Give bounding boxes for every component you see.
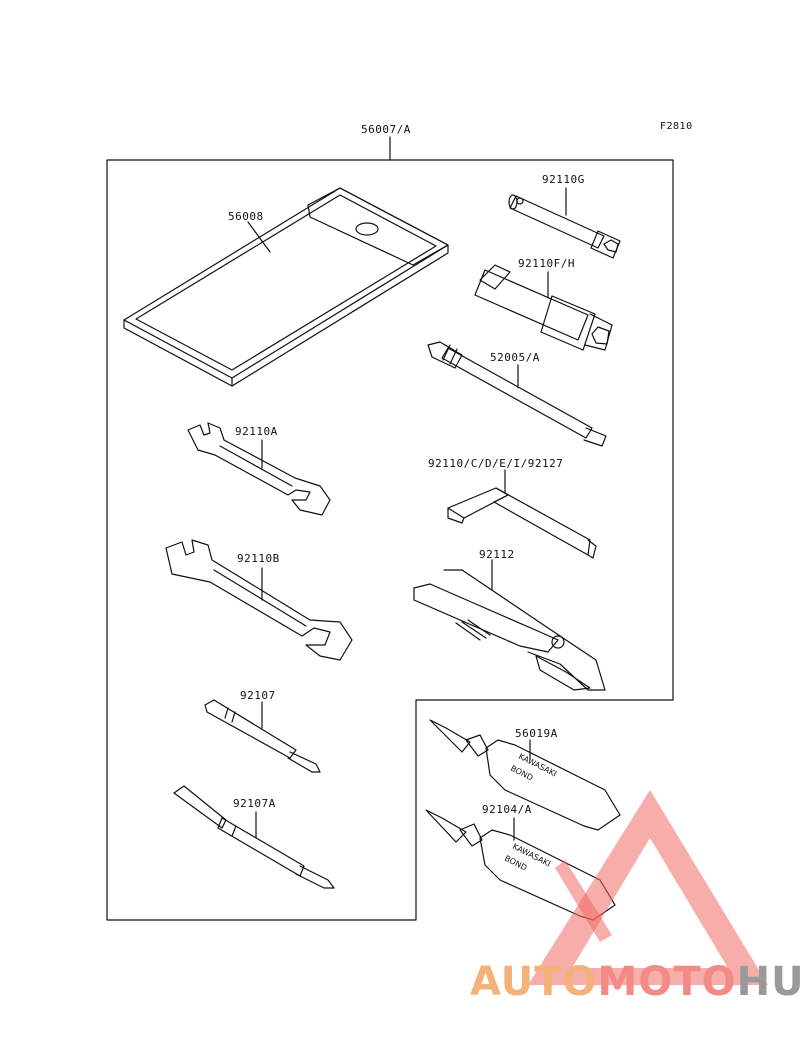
callout-kit: 56007/A	[361, 123, 411, 136]
spark-plug-wrench-handle	[427, 341, 607, 447]
tool-pouch	[123, 187, 449, 387]
callout-bond-tube-a: 56019A	[515, 727, 558, 740]
watermark-part-2: MOTO	[597, 959, 737, 1005]
box-wrench-large	[474, 264, 613, 351]
screwdriver	[204, 699, 321, 773]
callout-pliers: 92112	[479, 548, 515, 561]
open-end-wrench-a	[187, 422, 331, 516]
callout-wrench-b: 92110B	[237, 552, 280, 565]
leader-pouch	[247, 221, 271, 253]
callout-pouch: 56008	[228, 210, 264, 223]
watermark-part-1: AUTO	[470, 959, 598, 1005]
watermark-logo-icon	[528, 790, 768, 985]
watermark-text: AUTOMOTOHUB	[470, 960, 800, 1004]
kit-boundary	[106, 159, 674, 921]
figure-code: F2810	[660, 121, 693, 132]
callout-box-wrench-large: 92110F/H	[518, 257, 575, 270]
callout-screwdriver-a: 92107A	[233, 797, 276, 810]
callout-wrench-a: 92110A	[235, 425, 278, 438]
screwdriver-a	[173, 785, 335, 889]
callout-box-wrench-small: 92110G	[542, 173, 585, 186]
hex-key	[447, 487, 597, 559]
watermark-part-3: HUB	[736, 959, 800, 1005]
box-wrench-small	[508, 194, 621, 259]
callout-screwdriver: 92107	[240, 689, 276, 702]
callout-bond-tube-b: 92104/A	[482, 803, 532, 816]
pliers	[413, 569, 606, 691]
callout-handle: 52005/A	[490, 351, 540, 364]
open-end-wrench-b	[165, 539, 353, 661]
callout-hex-key: 92110/C/D/E/I/92127	[428, 457, 564, 470]
